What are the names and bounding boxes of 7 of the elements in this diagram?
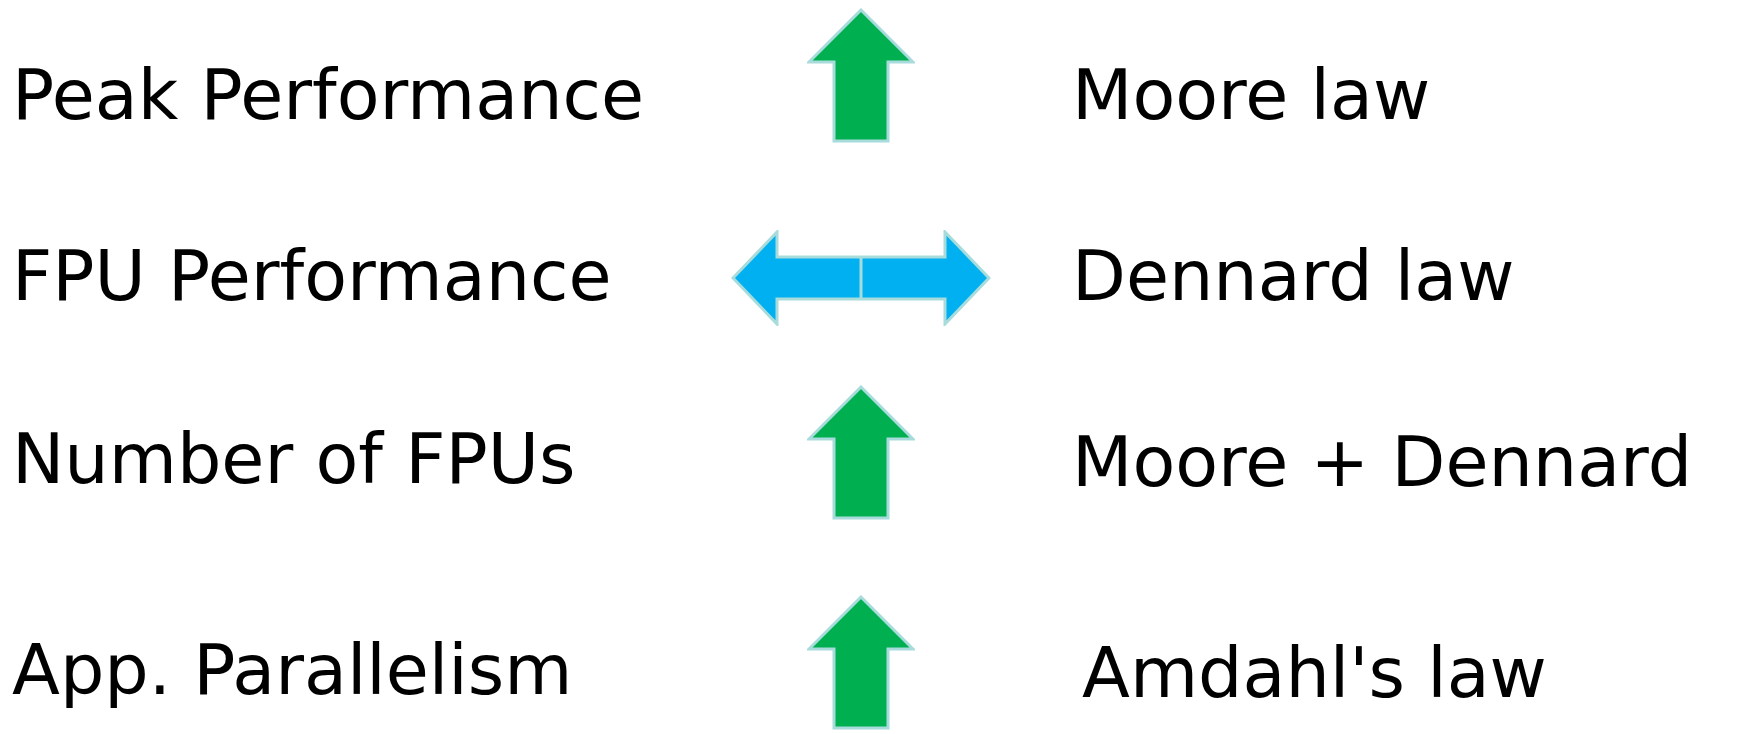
- row-label: Number of FPUs: [12, 424, 576, 494]
- law-label: Moore + Dennard: [1072, 427, 1693, 497]
- law-label: Amdahl's law: [1082, 638, 1547, 708]
- law-label: Dennard law: [1072, 241, 1515, 311]
- law-label: Moore law: [1072, 60, 1431, 130]
- row-label: FPU Performance: [12, 241, 612, 311]
- row-label: Peak Performance: [12, 60, 645, 130]
